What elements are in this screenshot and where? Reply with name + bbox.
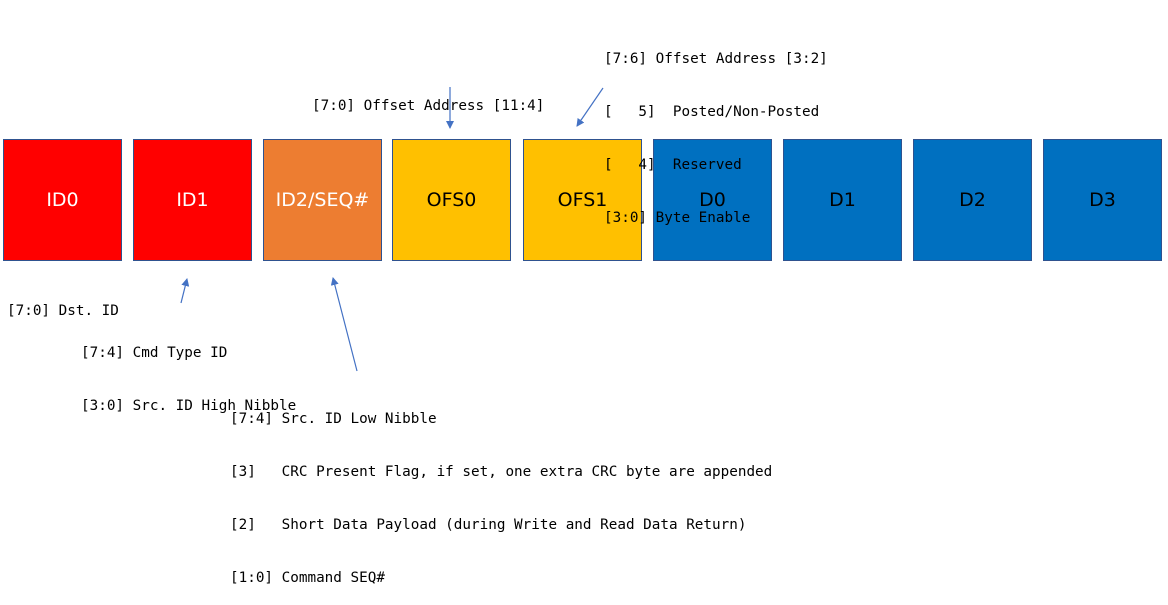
field-id0: ID0 xyxy=(3,139,122,261)
field-d3: D3 xyxy=(1043,139,1162,261)
note-line: [2] Short Data Payload (during Write and… xyxy=(230,516,747,533)
note-line: [3] CRC Present Flag, if set, one extra … xyxy=(230,463,773,480)
note-line: [3:0] Byte Enable xyxy=(604,209,751,226)
id0-description: [7:0] Dst. ID xyxy=(7,268,119,338)
field-d2: D2 xyxy=(913,139,1032,261)
note-line: [7:6] Offset Address [3:2] xyxy=(604,51,828,68)
field-id1: ID1 xyxy=(133,139,252,261)
ofs1-description: [7:6] Offset Address [3:2] [ 5] Posted/N… xyxy=(604,16,828,245)
field-ofs1: OFS1 xyxy=(523,139,642,261)
id1-arrow xyxy=(180,278,190,304)
field-label: OFS0 xyxy=(426,189,477,211)
field-id2-seq: ID2/SEQ# xyxy=(263,139,382,261)
id2-arrow xyxy=(330,277,358,372)
note-line: [3:0] Src. ID High Nibble xyxy=(81,397,297,414)
field-label: ID0 xyxy=(46,189,79,211)
note-line: [7:0] Offset Address [11:4] xyxy=(312,98,545,115)
field-label: D3 xyxy=(1089,189,1116,211)
note-line: [7:4] Src. ID Low Nibble xyxy=(230,411,437,428)
note-line: [ 4] Reserved xyxy=(604,156,742,173)
field-label: D2 xyxy=(959,189,986,211)
field-label: ID1 xyxy=(176,189,209,211)
field-label: ID2/SEQ# xyxy=(275,189,370,211)
field-label: D1 xyxy=(829,189,856,211)
field-d0: D0 xyxy=(653,139,772,261)
note-line: [7:0] Dst. ID xyxy=(7,303,119,320)
note-line: [ 5] Posted/Non-Posted xyxy=(604,103,820,120)
field-label: OFS1 xyxy=(557,189,608,211)
field-ofs0: OFS0 xyxy=(392,139,511,261)
id1-description: [7:4] Cmd Type ID [3:0] Src. ID High Nib… xyxy=(81,310,296,433)
field-label: D0 xyxy=(699,189,726,211)
note-line: [7:4] Cmd Type ID xyxy=(81,345,228,362)
ofs0-description: [7:0] Offset Address [11:4] xyxy=(312,63,544,133)
note-line: [1:0] Command SEQ# xyxy=(230,569,385,586)
ofs1-arrow xyxy=(576,87,604,127)
id2-description: [7:4] Src. ID Low Nibble [3] CRC Present… xyxy=(230,376,772,605)
field-d1: D1 xyxy=(783,139,902,261)
